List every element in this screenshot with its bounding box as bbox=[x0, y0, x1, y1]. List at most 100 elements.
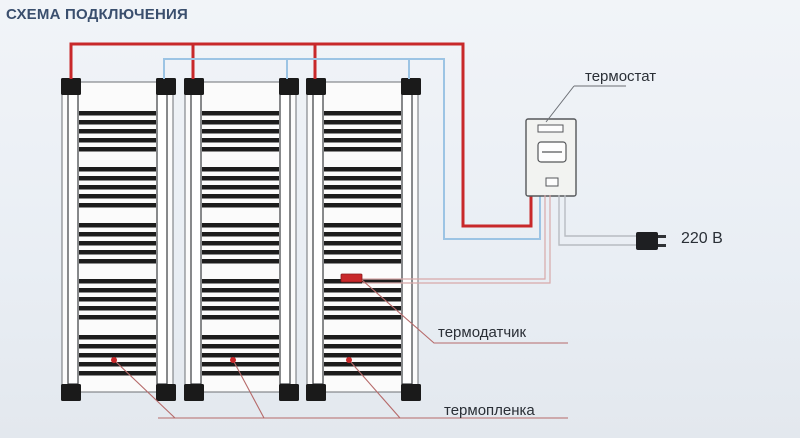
film-heating-stripe bbox=[202, 353, 279, 358]
film-terminal bbox=[306, 384, 326, 401]
contact-points bbox=[111, 357, 352, 363]
film-heating-stripe bbox=[324, 120, 401, 125]
film-terminal bbox=[184, 78, 204, 95]
film-heating-stripe bbox=[79, 353, 156, 358]
film-heating-stripe bbox=[79, 167, 156, 172]
film-heating-stripe bbox=[202, 335, 279, 340]
film-panel-body bbox=[61, 81, 174, 393]
film-heating-stripe bbox=[202, 288, 279, 293]
sensor-wires bbox=[362, 195, 551, 284]
film-bus-left bbox=[312, 89, 324, 385]
film-heating-stripe bbox=[324, 250, 401, 255]
film-heating-stripe bbox=[202, 147, 279, 152]
film-heating-stripe bbox=[79, 335, 156, 340]
film-heating-stripe bbox=[324, 147, 401, 152]
film-terminal bbox=[401, 78, 421, 95]
film-heating-stripe bbox=[324, 315, 401, 320]
film-bus-right bbox=[279, 89, 291, 385]
film-heating-stripe bbox=[79, 259, 156, 264]
film-terminal bbox=[279, 78, 299, 95]
film-heating-stripe bbox=[202, 232, 279, 237]
film-heating-stripe bbox=[79, 232, 156, 237]
film-heating-stripe bbox=[79, 279, 156, 284]
heating-film-panel bbox=[184, 78, 299, 401]
film-heating-stripe bbox=[324, 223, 401, 228]
heating-film-label: термопленка bbox=[444, 402, 535, 419]
film-bus-left bbox=[190, 89, 202, 385]
film-heating-stripe bbox=[324, 362, 401, 367]
film-heating-stripe bbox=[79, 371, 156, 376]
thermostat bbox=[525, 85, 626, 197]
film-heating-stripe bbox=[324, 176, 401, 181]
heating-film-panels bbox=[61, 78, 421, 401]
heating-film-panel bbox=[61, 78, 176, 401]
film-terminal bbox=[184, 384, 204, 401]
heating-film-panel bbox=[306, 78, 421, 401]
film-heating-stripe bbox=[202, 315, 279, 320]
film-terminal bbox=[156, 384, 176, 401]
film-heating-stripe bbox=[79, 306, 156, 311]
film-heating-stripe bbox=[324, 194, 401, 199]
film-heating-stripe bbox=[202, 223, 279, 228]
film-heating-stripe bbox=[79, 120, 156, 125]
film-heating-stripe bbox=[79, 176, 156, 181]
film-heating-stripe bbox=[79, 138, 156, 143]
film-heating-stripe bbox=[324, 241, 401, 246]
thermo-sensor-label: термодатчик bbox=[438, 324, 527, 341]
film-heating-stripe bbox=[324, 129, 401, 134]
film-heating-stripe bbox=[202, 120, 279, 125]
film-heating-stripe bbox=[202, 138, 279, 143]
film-heating-stripe bbox=[79, 241, 156, 246]
film-heating-stripe bbox=[79, 297, 156, 302]
film-heating-stripe bbox=[324, 297, 401, 302]
film-terminal bbox=[401, 384, 421, 401]
film-heating-stripe bbox=[79, 344, 156, 349]
film-heating-stripe bbox=[79, 362, 156, 367]
film-heating-stripe bbox=[324, 288, 401, 293]
callout-lines bbox=[113, 279, 568, 419]
film-terminal bbox=[61, 78, 81, 95]
thermostat-label: термостат bbox=[585, 68, 657, 85]
film-heating-stripe bbox=[202, 259, 279, 264]
film-heating-stripe bbox=[202, 297, 279, 302]
film-heating-stripe bbox=[79, 111, 156, 116]
voltage-label: 220 В bbox=[681, 230, 723, 247]
film-heating-stripe bbox=[79, 147, 156, 152]
film-heating-stripe bbox=[324, 335, 401, 340]
film-heating-stripe bbox=[79, 129, 156, 134]
power-cord bbox=[558, 195, 636, 246]
power-plug-icon bbox=[636, 232, 666, 250]
film-terminal bbox=[156, 78, 176, 95]
neutral-wire bbox=[163, 58, 541, 240]
film-bus-left bbox=[67, 89, 79, 385]
film-heating-stripe bbox=[202, 176, 279, 181]
film-panel-body bbox=[306, 81, 419, 393]
film-heating-stripe bbox=[202, 129, 279, 134]
film-heating-stripe bbox=[202, 362, 279, 367]
film-panel-body bbox=[184, 81, 297, 393]
phase-wire bbox=[69, 42, 533, 228]
film-heating-stripe bbox=[324, 232, 401, 237]
film-heating-stripe bbox=[79, 315, 156, 320]
film-heating-stripe bbox=[324, 111, 401, 116]
film-heating-stripe bbox=[79, 194, 156, 199]
film-heating-stripe bbox=[324, 353, 401, 358]
film-heating-stripe bbox=[324, 259, 401, 264]
film-heating-stripe bbox=[202, 167, 279, 172]
film-heating-stripe bbox=[202, 194, 279, 199]
film-heating-stripe bbox=[202, 344, 279, 349]
film-heating-stripe bbox=[79, 288, 156, 293]
film-terminal bbox=[279, 384, 299, 401]
film-heating-stripe bbox=[324, 167, 401, 172]
film-heating-stripe bbox=[202, 185, 279, 190]
film-heating-stripe bbox=[202, 203, 279, 208]
film-heating-stripe bbox=[79, 250, 156, 255]
film-heating-stripe bbox=[202, 306, 279, 311]
film-heating-stripe bbox=[202, 241, 279, 246]
film-terminal bbox=[306, 78, 326, 95]
film-heating-stripe bbox=[202, 250, 279, 255]
film-heating-stripe bbox=[79, 223, 156, 228]
diagram-title: СХЕМА ПОДКЛЮЧЕНИЯ bbox=[6, 6, 188, 23]
film-heating-stripe bbox=[79, 203, 156, 208]
